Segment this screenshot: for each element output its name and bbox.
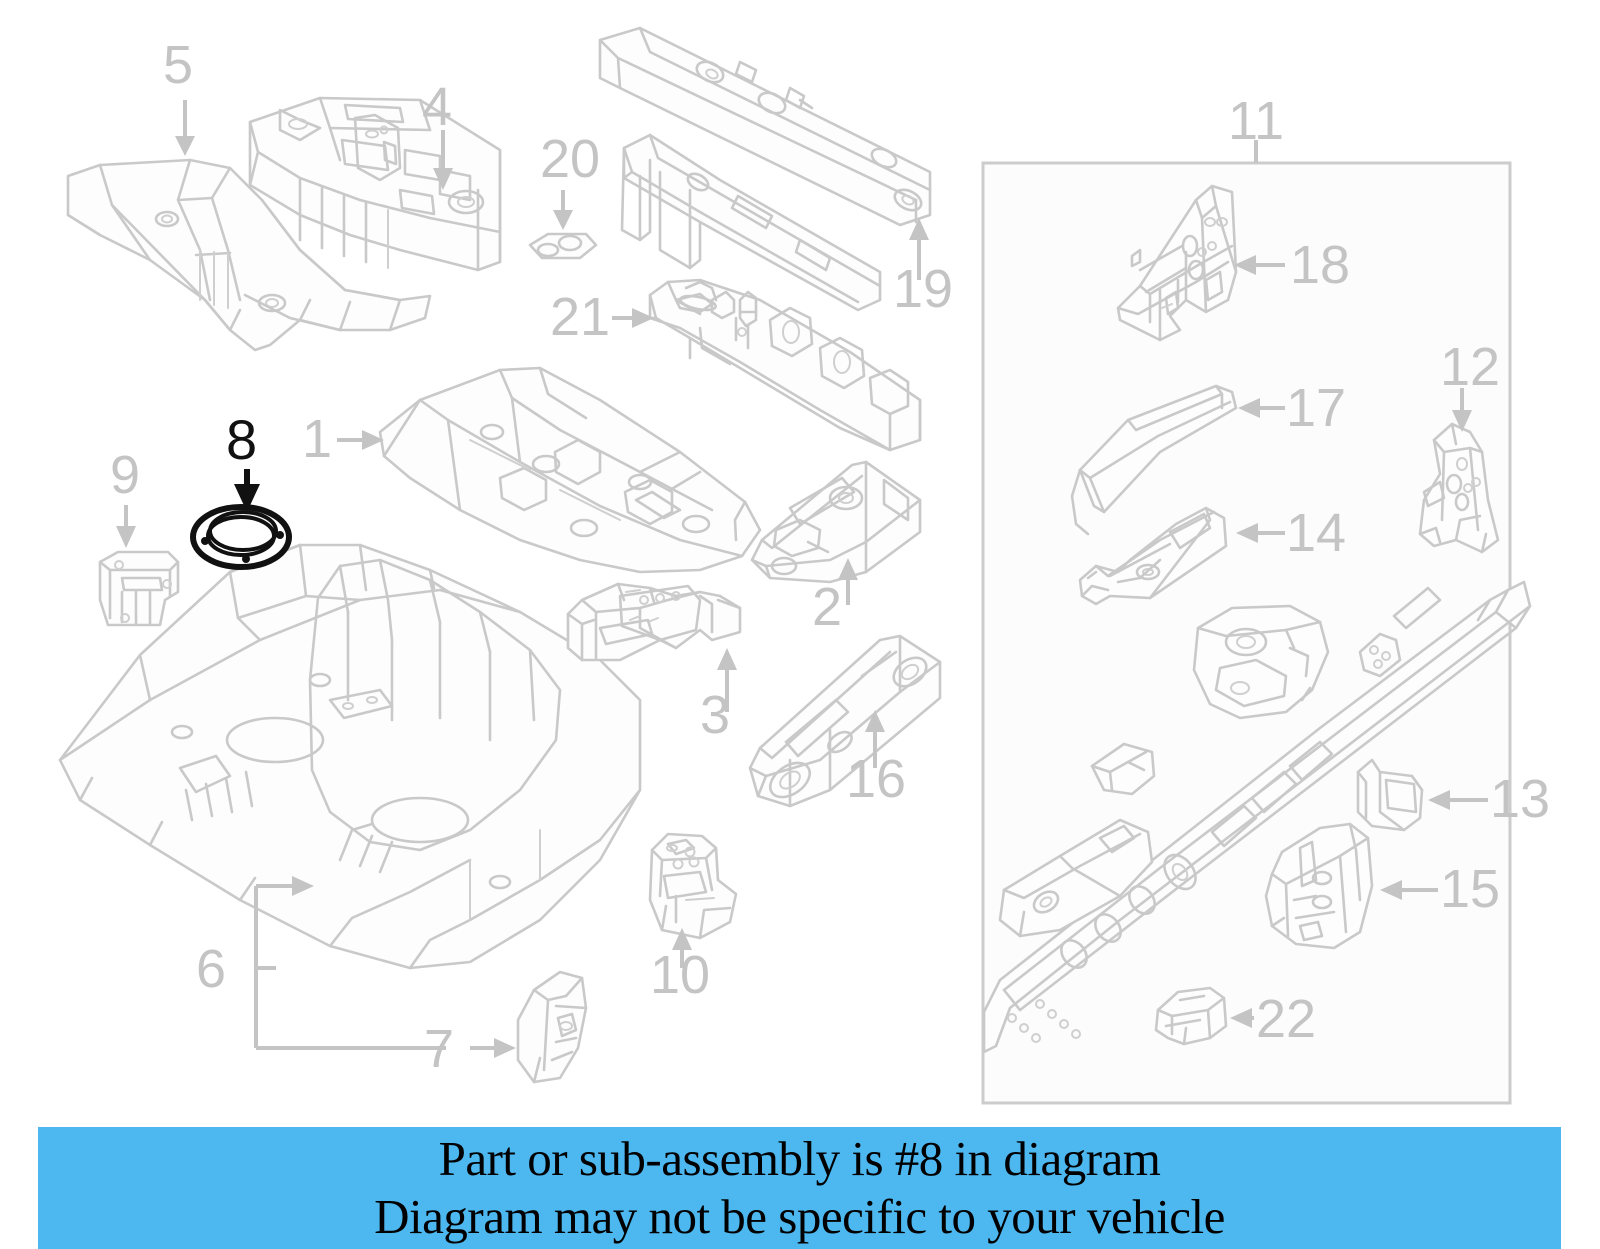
callout-label-14: 14 [1286, 503, 1347, 563]
part-18-artwork [1116, 184, 1238, 342]
leader-8-head [234, 484, 260, 512]
part-12-artwork [1418, 422, 1500, 554]
leader-12-head [1452, 410, 1472, 432]
callout-label-22: 22 [1256, 989, 1317, 1049]
frame-rail-artwork [982, 580, 1532, 1054]
leader-15-head [1380, 880, 1402, 900]
leader-9-head [116, 526, 136, 548]
caption-banner: Part or sub-assembly is #8 in diagram Di… [38, 1127, 1561, 1249]
callout-label-12: 12 [1440, 337, 1501, 397]
callout-label-11: 11 [1228, 91, 1285, 151]
frame-rail-lower-node-artwork [998, 818, 1154, 938]
caption-line-1: Part or sub-assembly is #8 in diagram [438, 1131, 1161, 1186]
callout-label-7: 7 [424, 1019, 455, 1079]
part-14-artwork [1078, 506, 1228, 606]
leader-21-head [632, 308, 654, 328]
callout-label-18: 18 [1290, 235, 1351, 295]
leader-19-head [909, 218, 929, 240]
callout-label-20: 20 [540, 129, 601, 189]
part-3-artwork [566, 582, 742, 662]
callout-label-4: 4 [422, 77, 453, 137]
frame-rail-node-artwork [1192, 604, 1330, 720]
callout-label-13: 13 [1490, 769, 1551, 829]
leader-7-head [494, 1038, 516, 1058]
part-1-artwork [378, 366, 762, 574]
part-16-artwork [748, 634, 942, 808]
leader-18-head [1234, 255, 1256, 275]
frame-rail-mid-bracket-artwork [1090, 742, 1156, 796]
part-2-artwork [750, 460, 922, 584]
part-4-artwork [248, 96, 502, 272]
leader-1-head [362, 430, 384, 450]
callout-label-17: 17 [1286, 378, 1347, 438]
callout-label-19: 19 [893, 259, 954, 319]
part-17-artwork [1070, 384, 1238, 536]
leader-4-head [433, 168, 453, 190]
leader-2-head [838, 558, 858, 580]
callout-label-2: 2 [812, 577, 843, 637]
part-10-artwork [648, 832, 738, 940]
callout-label-16: 16 [846, 749, 907, 809]
leader-16-head [865, 710, 885, 732]
callout-label-5: 5 [163, 35, 194, 95]
part-22-artwork [1154, 986, 1228, 1046]
leader-13-head [1428, 790, 1450, 810]
callout-label-6: 6 [196, 939, 227, 999]
part-19-artwork [598, 26, 932, 227]
part-9-artwork [98, 550, 180, 627]
callout-label-1: 1 [302, 409, 333, 469]
callout-label-15: 15 [1440, 859, 1501, 919]
part-19-strut-artwork [620, 133, 882, 312]
part-6-artwork [58, 543, 642, 970]
part-8-artwork[interactable] [190, 504, 292, 570]
leader-10-head [672, 928, 692, 950]
part-7-artwork [516, 970, 588, 1084]
leader-14-head [1236, 523, 1258, 543]
leader-3-head [717, 648, 737, 670]
caption-line-2: Diagram may not be specific to your vehi… [374, 1189, 1225, 1244]
leader-17-head [1238, 398, 1260, 418]
leader-22-head [1230, 1008, 1252, 1028]
callout-label-8: 8 [226, 408, 258, 471]
part-13-artwork [1356, 758, 1424, 832]
leader-20-head [553, 210, 573, 230]
callout-label-9: 9 [110, 445, 141, 505]
callout-label-21: 21 [550, 287, 611, 347]
callout-label-10: 10 [650, 945, 711, 1005]
part-21-artwork [648, 278, 922, 452]
leader-6 [254, 876, 446, 1050]
part-5-artwork [66, 158, 432, 352]
callout-label-3: 3 [700, 685, 731, 745]
leader-5-head [175, 136, 195, 156]
part-15-artwork [1264, 822, 1374, 950]
part-20-artwork [528, 232, 598, 260]
